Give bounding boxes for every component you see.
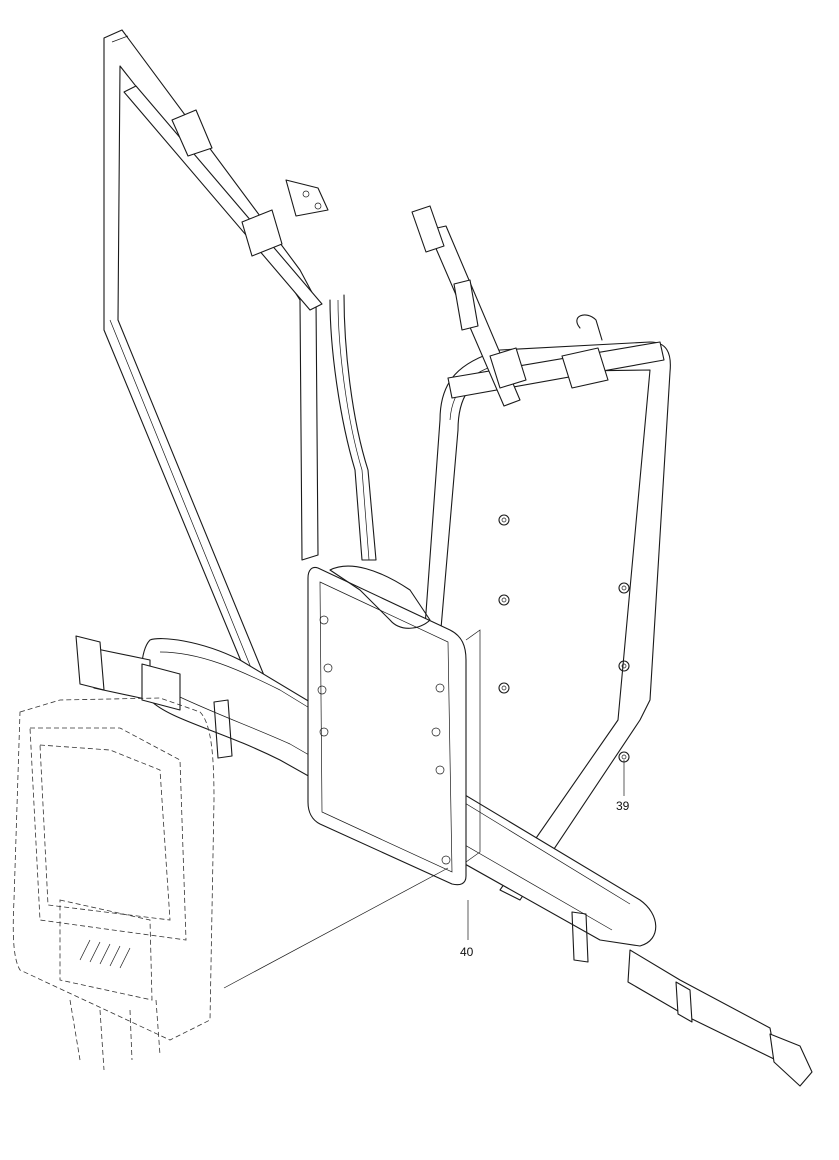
callout-39: 39 xyxy=(616,799,630,813)
plate-holes xyxy=(317,615,451,865)
power-unit-outline xyxy=(12,697,215,1071)
left-shoulder-strap xyxy=(103,29,377,696)
back-plate xyxy=(307,565,481,886)
bolt-set xyxy=(498,514,630,763)
callout-40: 40 xyxy=(460,945,474,959)
right-shoulder-strap xyxy=(411,205,671,901)
leader-line-power-unit xyxy=(223,867,449,989)
